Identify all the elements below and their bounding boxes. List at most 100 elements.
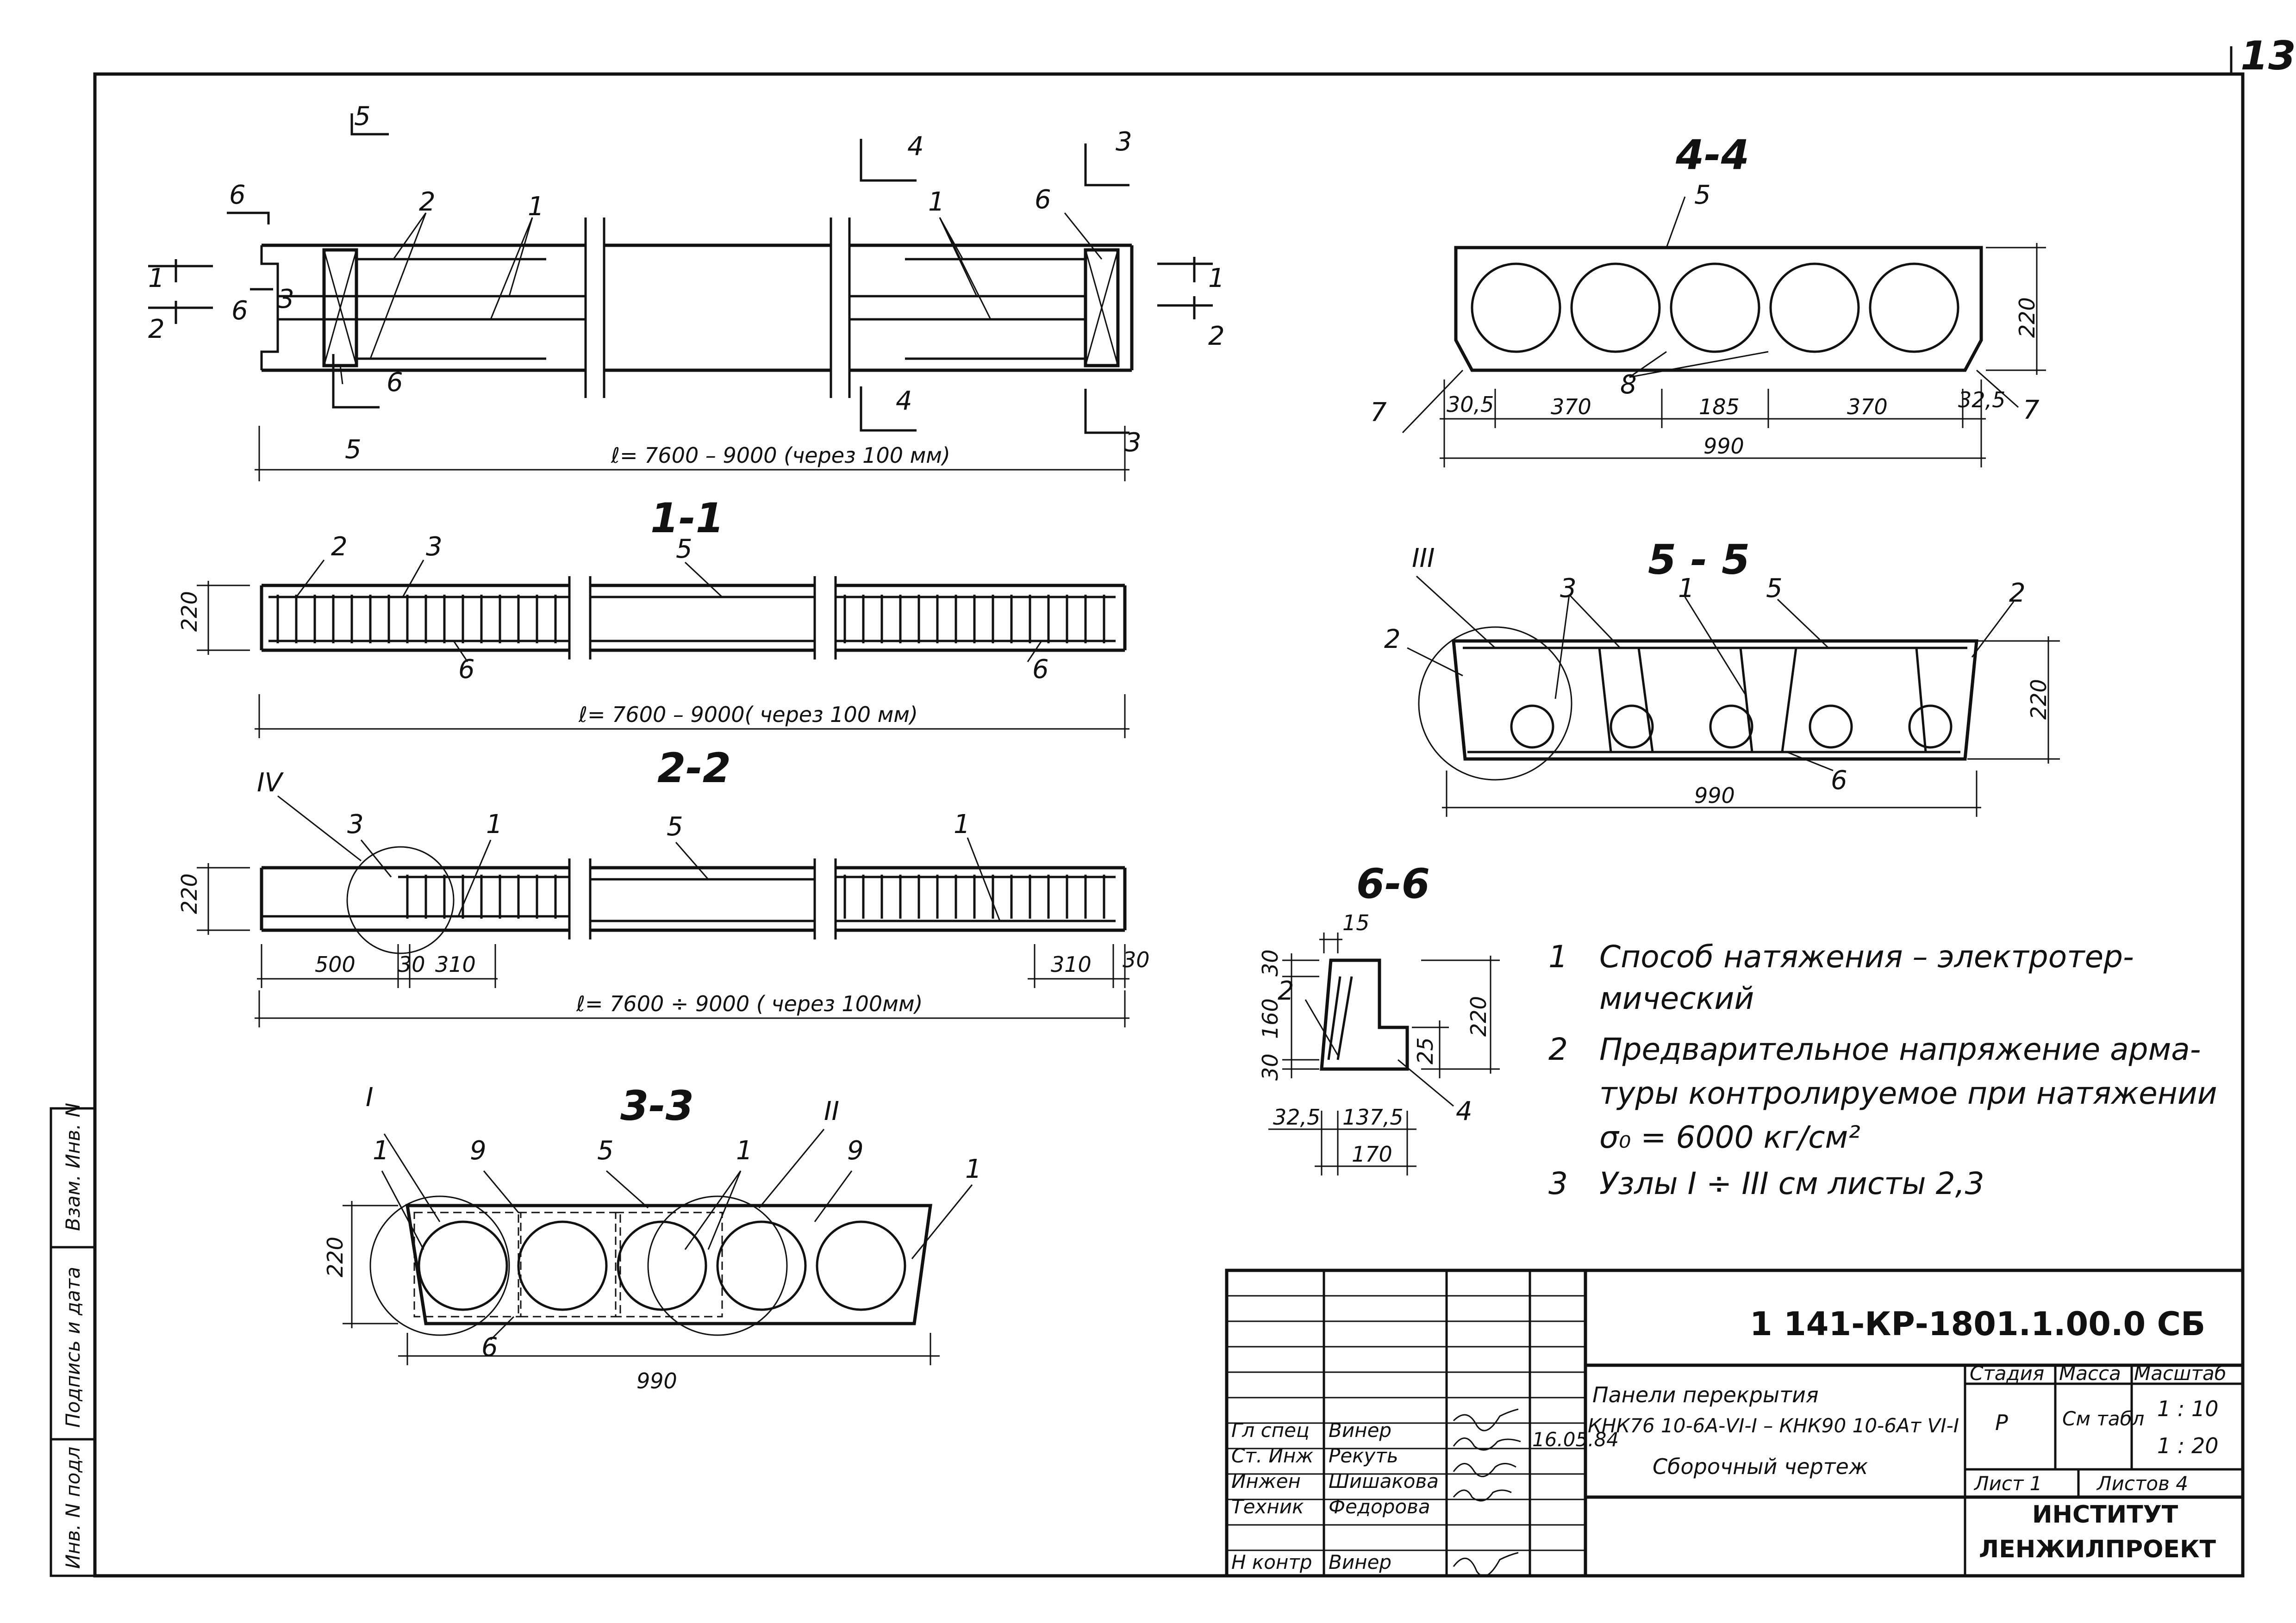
name-4: Винер [1329, 1551, 1391, 1573]
section-3-3-node-i: I [366, 1082, 374, 1113]
section-4-4-height: 220 [2015, 297, 2040, 338]
section-5-5-label-5: 5 [1766, 573, 1783, 603]
side-stamp: Взам. Инв. N Подпись и дата Инв. N подл [50, 1103, 96, 1577]
section-6-6-label-2: 2 [1278, 976, 1294, 1006]
section-3-3-label-6: 6 [481, 1332, 498, 1362]
void-circle [1471, 262, 1561, 353]
role-1: Ст. Инж [1231, 1444, 1313, 1467]
name-1: Рекуть [1329, 1444, 1398, 1467]
section-3-3-width: 990 [636, 1368, 677, 1393]
section-1-1-label-3: 3 [426, 532, 443, 562]
plan-label-3: 3 [278, 284, 294, 314]
general-notes: 1 Способ натяжения – электротер- мически… [1548, 939, 2217, 1201]
void-circle [418, 1220, 508, 1311]
role-3: Техник [1231, 1495, 1304, 1518]
sheets-total: Листов 4 [2096, 1472, 2188, 1495]
section-6-6-dim-220: 220 [1466, 996, 1491, 1037]
void-circle [517, 1220, 608, 1311]
plan-view [148, 113, 1213, 481]
section-5-5-title: 5 - 5 [1648, 536, 1750, 584]
section-6-6 [1268, 933, 1500, 1175]
title-block [1225, 1269, 2245, 1578]
drawing-name-line-1: Панели перекрытия [1592, 1382, 1819, 1407]
org-line-1: ИНСТИТУТ [2032, 1501, 2178, 1529]
section-6-6-label-4: 4 [1456, 1096, 1472, 1126]
section-3-3-label-1-right: 1 [965, 1154, 982, 1184]
sheet-frame [93, 72, 2245, 1578]
plan-cut-6-left: 6 [231, 296, 248, 326]
section-2-2-label-1: 1 [486, 809, 503, 839]
drawing-code: 1 141-КР-1801.1.00.0 СБ [1750, 1305, 2205, 1343]
section-5-5-label-1: 1 [1678, 573, 1695, 603]
section-2-2-title: 2-2 [657, 744, 731, 792]
section-5-5-label-2-left: 2 [1384, 624, 1401, 654]
void-circle [1809, 704, 1853, 749]
void-circle [816, 1220, 906, 1311]
section-6-6-dim-160: 160 [1258, 998, 1283, 1039]
plan-label-6-right: 6 [1035, 185, 1051, 215]
section-2-2-dim-310-right: 310 [1051, 952, 1092, 977]
plan-cut-3-bottom: 3 [1125, 428, 1142, 458]
section-5-5-label-2-right: 2 [2009, 578, 2026, 608]
org-line-2: ЛЕНЖИЛПРОЕКТ [1979, 1536, 2216, 1563]
drawing-name-line-3: Сборочный чертеж [1653, 1454, 1868, 1479]
void-circle [1670, 262, 1760, 353]
section-6-6-dim-30-top: 30 [1258, 949, 1283, 976]
section-4-4 [1402, 196, 2046, 467]
section-2-2 [197, 795, 1129, 1027]
plan-length-dimension: ℓ= 7600 – 9000 (через 100 мм) [611, 443, 950, 468]
section-4-4-dim-370-left: 370 [1551, 394, 1591, 419]
role-4: Н контр [1231, 1551, 1312, 1573]
section-1-1-height: 220 [177, 591, 202, 632]
section-4-4-label-7-right: 7 [2023, 395, 2040, 425]
section-2-2-height: 220 [177, 873, 202, 914]
section-3-3 [343, 1129, 973, 1365]
section-1-1-label-6-left: 6 [458, 654, 475, 684]
void-circle [1709, 704, 1753, 749]
section-6-6-dim-137-5: 137,5 [1342, 1105, 1404, 1130]
section-6-6-dim-170: 170 [1352, 1142, 1392, 1167]
drawing-name-line-2: КНК76 10-6А-VI-I – КНК90 10-6Ат VI-I [1588, 1414, 1959, 1437]
plan-cut-1-left: 1 [148, 263, 165, 293]
section-4-4-width: 990 [1703, 434, 1744, 459]
section-4-4-label-7-left: 7 [1370, 398, 1387, 428]
section-2-2-label-1-right: 1 [954, 809, 970, 839]
sheet-number: Лист 1 [1973, 1472, 2042, 1495]
section-4-4-label-8: 8 [1620, 370, 1637, 400]
section-3-3-label-9: 9 [470, 1136, 487, 1166]
note-2-line-1: Предварительное напряжение арма- [1599, 1032, 2201, 1067]
note-3-number: 3 [1548, 1166, 1568, 1201]
section-3-3-node-ii: II [824, 1096, 839, 1126]
plan-label-1-right: 1 [928, 187, 945, 217]
stage-value: Р [1995, 1410, 2008, 1435]
side-stamp-replace: Взам. Инв. N [62, 1103, 84, 1231]
mass-header: Масса [2059, 1362, 2121, 1385]
signature-date: 16.05.84 [1532, 1428, 1619, 1451]
section-6-6-dim-30-bottom: 30 [1258, 1053, 1283, 1081]
section-1-1-label-5: 5 [676, 534, 693, 564]
plan-cut-2-left: 2 [148, 314, 165, 344]
section-3-3-label-9-right: 9 [847, 1136, 864, 1166]
void-circle [1869, 262, 1959, 353]
section-1-1 [197, 560, 1129, 738]
void-circle [1610, 704, 1654, 749]
section-6-6-title: 6-6 [1356, 860, 1430, 908]
section-6-6-dim-15: 15 [1342, 910, 1370, 935]
void-circle [617, 1220, 707, 1311]
page-number: 13 [2240, 33, 2296, 79]
section-3-3-title: 3-3 [620, 1082, 694, 1130]
void-circle [1510, 704, 1554, 749]
section-4-4-dim-32-5: 32,5 [1958, 387, 2005, 412]
section-1-1-title: 1-1 [650, 494, 724, 542]
note-2-number: 2 [1548, 1032, 1568, 1067]
section-2-2-length: ℓ= 7600 ÷ 9000 ( через 100мм) [576, 991, 923, 1016]
void-circle [716, 1220, 807, 1311]
section-5-5-node: III [1412, 543, 1435, 573]
note-2-line-2: туры контролируемое при натяжении [1599, 1076, 2217, 1111]
section-1-1-label-2: 2 [331, 532, 348, 562]
section-1-1-length: ℓ= 7600 – 9000( через 100 мм) [578, 702, 918, 727]
section-5-5-height: 220 [2026, 679, 2051, 720]
scale-value-2: 1 : 20 [2157, 1433, 2219, 1458]
